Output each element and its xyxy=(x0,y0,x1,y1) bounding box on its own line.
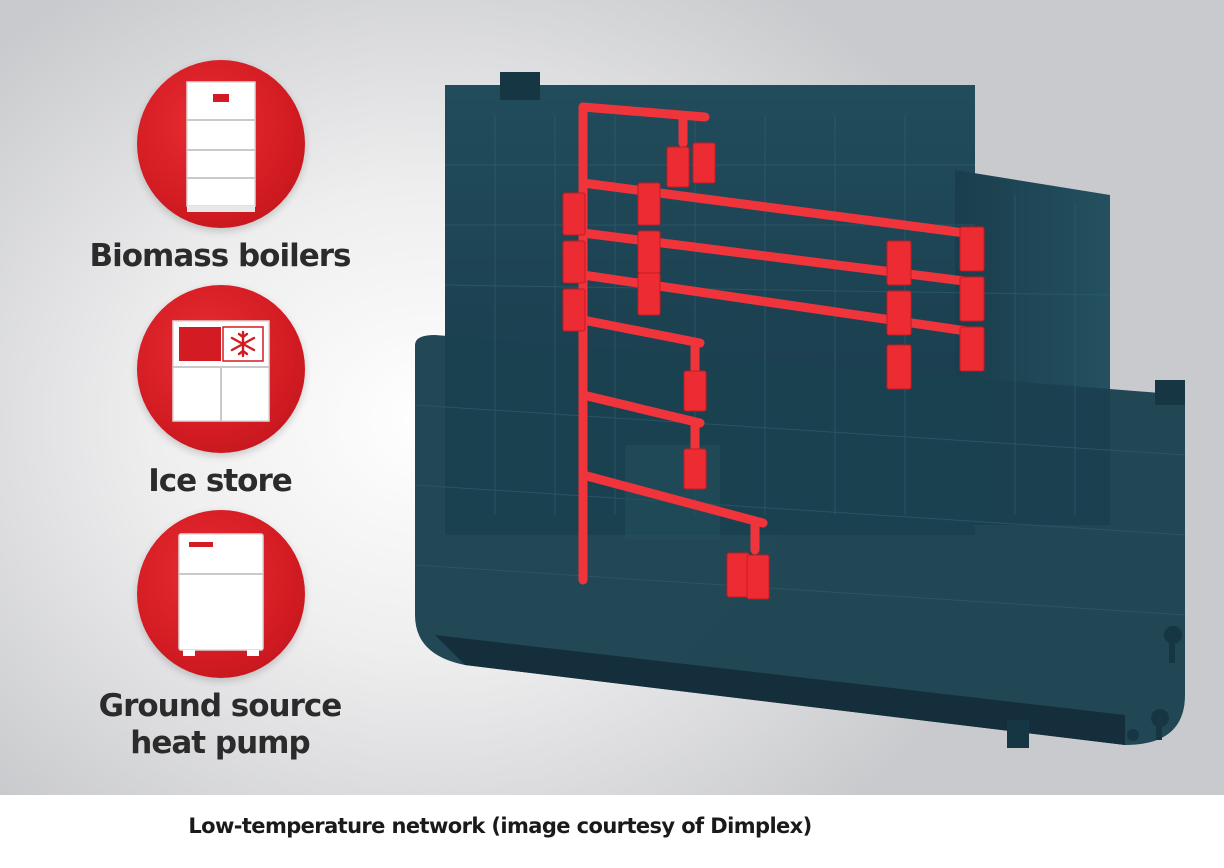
legend-item-ground-source-heat-pump: Ground source heat pump xyxy=(60,510,380,780)
diagram-stage: Biomass boilers Ice store xyxy=(0,0,1224,795)
legend-label: Ground source heat pump xyxy=(98,688,343,761)
ice-store-icon xyxy=(137,285,305,453)
legend-item-ice-store: Ice store xyxy=(60,285,380,515)
heat-pump-icon xyxy=(137,510,305,678)
biomass-boiler-icon xyxy=(137,60,305,228)
legend-label: Ice store xyxy=(148,463,293,499)
figure-caption: Low-temperature network (image courtesy … xyxy=(188,814,812,838)
emitter-units xyxy=(562,142,985,600)
legend-item-biomass-boilers: Biomass boilers xyxy=(60,60,380,290)
building-illustration xyxy=(414,72,1186,748)
building-body xyxy=(414,72,1186,748)
legend-label: Biomass boilers xyxy=(89,238,352,274)
